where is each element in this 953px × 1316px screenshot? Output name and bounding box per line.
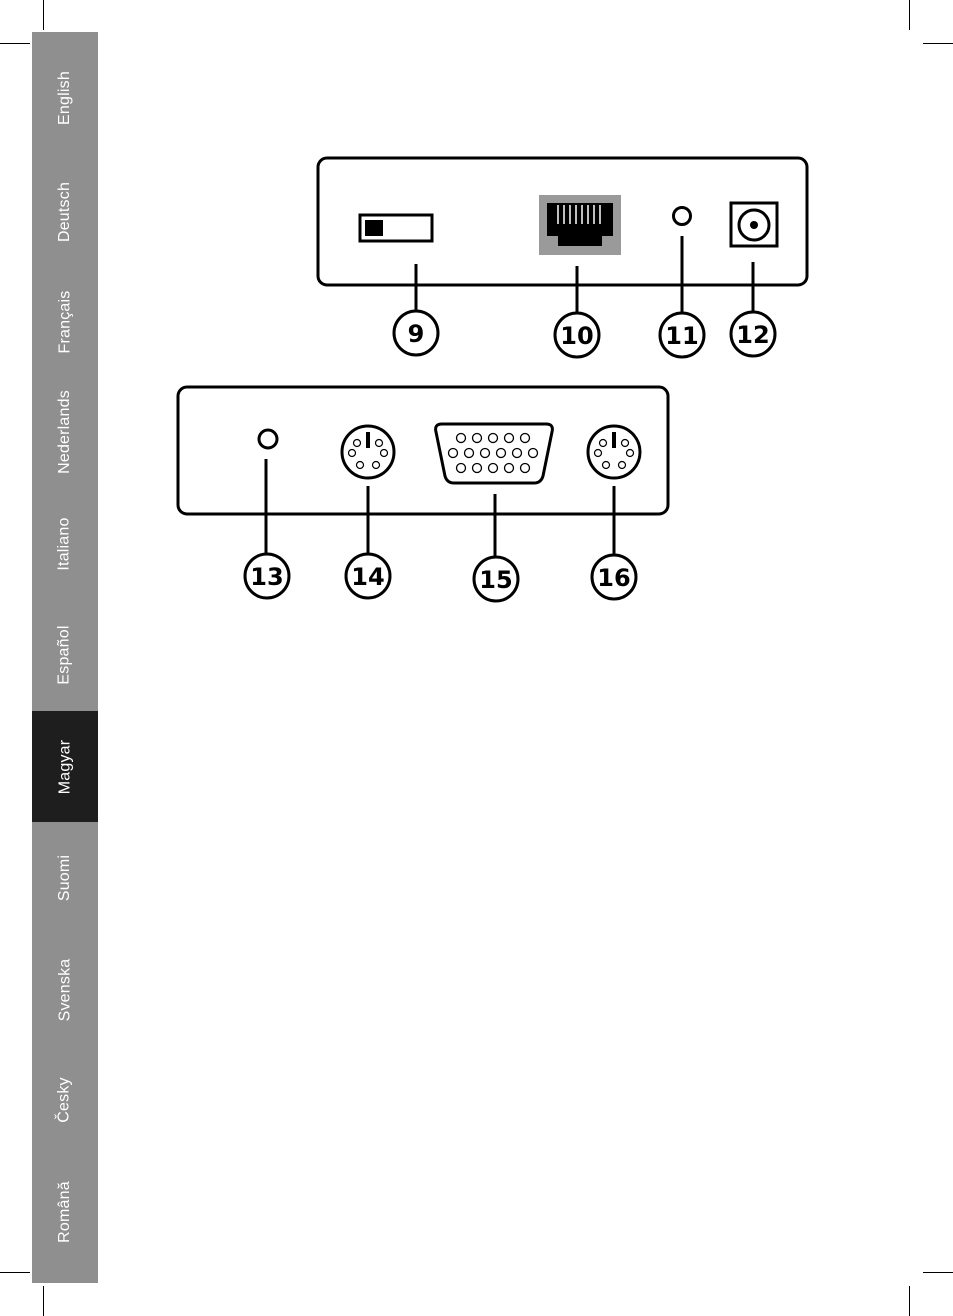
svg-text:16: 16 xyxy=(597,564,630,592)
callout-15: 15 xyxy=(474,557,518,601)
led-indicator-icon xyxy=(259,430,277,448)
vga-port-icon xyxy=(436,424,553,483)
ps2-port-icon xyxy=(342,426,394,478)
ps2-port-icon xyxy=(588,426,640,478)
callout-10: 10 xyxy=(555,313,599,357)
callout-9: 9 xyxy=(394,311,438,355)
svg-text:11: 11 xyxy=(665,322,698,350)
svg-text:15: 15 xyxy=(479,566,512,594)
top-device-panel: 9 10 11 12 xyxy=(318,158,807,357)
callout-12: 12 xyxy=(731,312,775,356)
rj45-port-icon xyxy=(539,195,621,255)
dc-power-jack-icon xyxy=(731,203,777,246)
svg-text:14: 14 xyxy=(351,563,384,591)
svg-text:10: 10 xyxy=(560,322,593,350)
callout-16: 16 xyxy=(592,555,636,599)
callout-13: 13 xyxy=(245,554,289,598)
bottom-device-panel: 13 14 15 16 xyxy=(178,387,668,601)
callout-11: 11 xyxy=(660,313,704,357)
svg-text:9: 9 xyxy=(408,320,425,348)
svg-text:12: 12 xyxy=(736,321,769,349)
callout-14: 14 xyxy=(346,554,390,598)
slide-switch-icon xyxy=(360,215,432,241)
led-indicator-icon xyxy=(674,208,691,225)
svg-text:13: 13 xyxy=(250,563,283,591)
